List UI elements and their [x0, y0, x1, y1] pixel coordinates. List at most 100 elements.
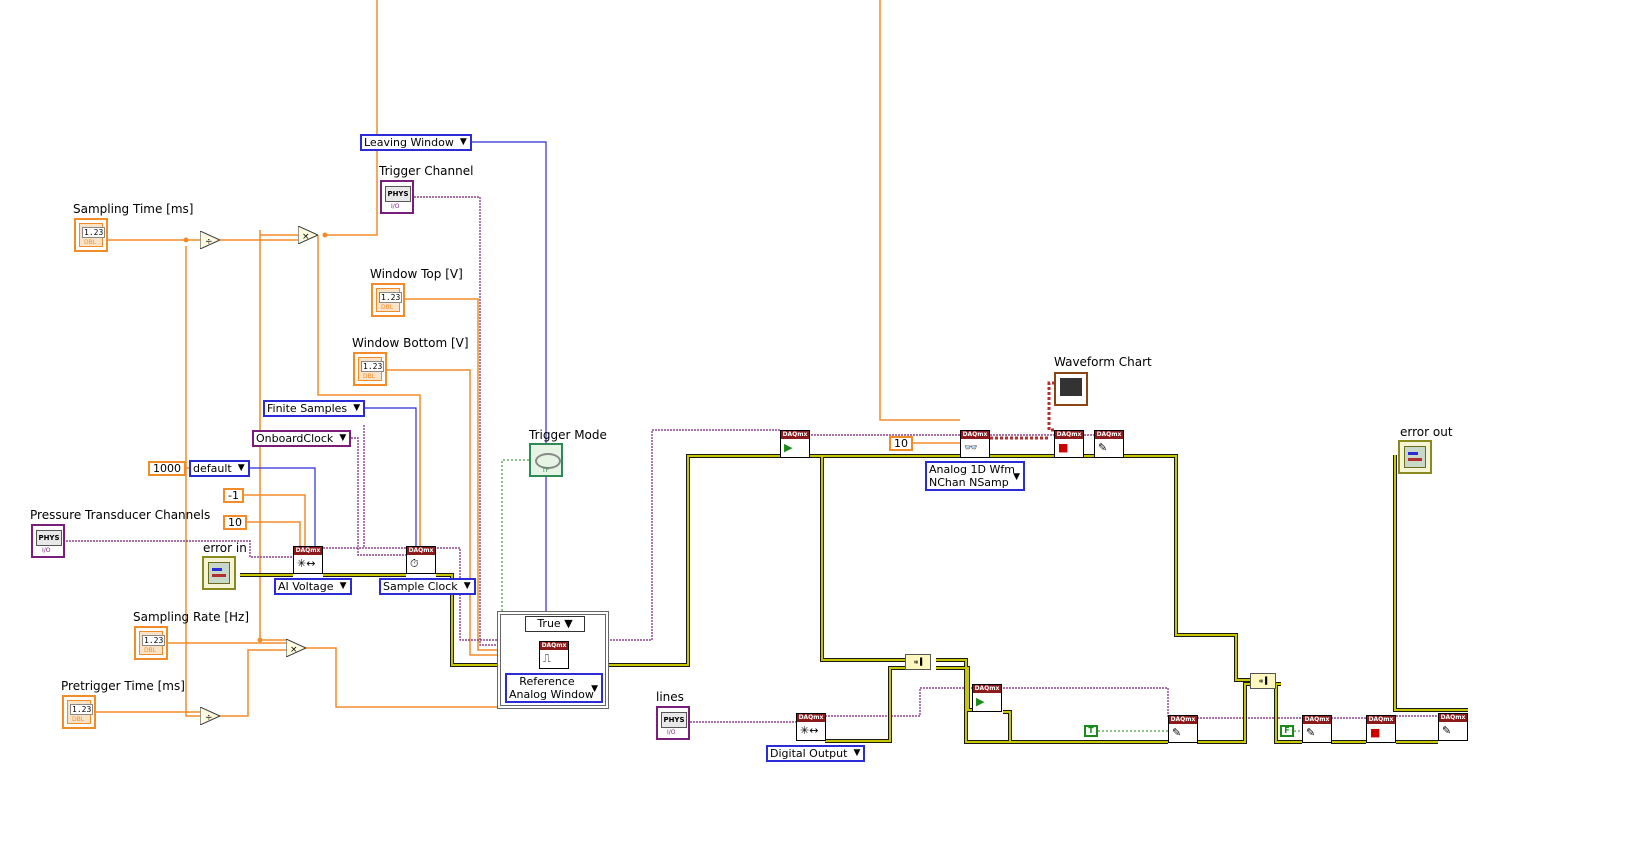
read-mode-line2: NChan NSamp — [929, 476, 1009, 489]
constant-10[interactable]: 10 — [223, 515, 247, 530]
dropdown-arrow-icon: ▼ — [591, 684, 598, 694]
divide-symbol: ÷ — [205, 237, 213, 247]
dropdown-arrow-icon: ▼ — [339, 433, 347, 443]
dropdown-arrow-icon: ▼ — [339, 581, 347, 591]
daqmx-header: DAQmx — [1095, 431, 1123, 439]
daqmx-create-channel-node[interactable]: DAQmx ✳↔ — [293, 546, 323, 574]
daqmx-trigger-node[interactable]: DAQmx⎍ — [539, 641, 569, 669]
sampling-time-value: 1.23 — [82, 227, 106, 238]
digital-output-selector[interactable]: Digital Output▼ — [766, 745, 866, 762]
case-selector[interactable]: True ▼ — [525, 616, 585, 632]
eraser-icon: ✎ — [1098, 441, 1108, 454]
reference-line2: Analog Window — [509, 688, 594, 701]
finite-samples-constant[interactable]: Finite Samples▼ — [263, 400, 366, 417]
daqmx-write-false-node[interactable]: DAQmx✎ — [1302, 715, 1332, 743]
daqmx-header: DAQmx — [294, 547, 322, 555]
constant-10-samples[interactable]: 10 — [889, 436, 913, 451]
constant-1000[interactable]: 1000 — [148, 461, 186, 476]
tf-tag: TF — [542, 467, 550, 474]
leaving-window-text: Leaving Window — [364, 136, 454, 149]
leaving-window-constant[interactable]: Leaving Window▼ — [360, 134, 472, 151]
merge-errors-node-2[interactable]: ⇉▐ — [1250, 673, 1276, 689]
daqmx-clear-do-node[interactable]: DAQmx✎ — [1438, 713, 1468, 741]
daqmx-header: DAQmx — [1169, 716, 1197, 724]
ai-voltage-selector[interactable]: AI Voltage ▼ — [274, 578, 352, 595]
default-constant[interactable]: default▼ — [189, 460, 250, 477]
divide-node-pretrigger[interactable]: ÷ — [200, 707, 220, 725]
error-in-label: error in — [203, 541, 247, 555]
start-icon: ▶ — [976, 695, 985, 708]
daqmx-start-task-node[interactable]: DAQmx▶ — [780, 430, 810, 458]
daqmx-read-node[interactable]: DAQmx 👓 — [960, 430, 990, 458]
daqmx-stop-task-node[interactable]: DAQmx ■ — [1054, 430, 1084, 458]
stop-icon: ■ — [1058, 441, 1069, 454]
window-bottom-value: 1.23 — [361, 361, 385, 372]
daqmx-create-do-channel-node[interactable]: DAQmx✳↔ — [796, 713, 826, 741]
error-in-terminal[interactable] — [202, 556, 236, 590]
ai-voltage-text: AI Voltage — [278, 580, 334, 593]
multiply-node[interactable]: × — [298, 226, 318, 244]
onboard-clock-constant[interactable]: OnboardClock ▼ — [252, 430, 352, 447]
daqmx-header: DAQmx — [1055, 431, 1083, 439]
dropdown-arrow-icon: ▼ — [237, 463, 245, 473]
sampling-time-label: Sampling Time [ms] — [73, 202, 194, 216]
window-top-label: Window Top [V] — [370, 267, 463, 281]
pretrigger-time-label: Pretrigger Time [ms] — [61, 679, 185, 693]
dropdown-arrow-icon: ▼ — [463, 581, 471, 591]
merge-errors-node[interactable]: ⇉▐ — [905, 654, 931, 670]
create-channel-icon: ✳↔ — [297, 557, 316, 570]
trigger-channel-value: PHYS — [385, 186, 411, 202]
daqmx-stop-do-node[interactable]: DAQmx■ — [1366, 715, 1396, 743]
write-pencil-icon: ✎ — [1306, 726, 1316, 739]
error-out-bar — [1408, 458, 1422, 461]
trigger-mode-terminal[interactable]: TF — [529, 443, 563, 477]
daqmx-write-node[interactable]: DAQmx ✎ — [1168, 715, 1198, 743]
daqmx-header: DAQmx — [1439, 714, 1467, 722]
daqmx-clear-task-node[interactable]: DAQmx ✎ — [1094, 430, 1124, 458]
finite-samples-text: Finite Samples — [267, 402, 348, 415]
onboard-clock-text: OnboardClock — [256, 432, 334, 445]
clock-icon: ⏱ — [410, 557, 419, 570]
pressure-channels-value: PHYS — [36, 530, 62, 546]
window-bottom-label: Window Bottom [V] — [352, 336, 469, 350]
io-tag: I/O — [667, 729, 676, 736]
trigger-edge-icon: ⎍ — [543, 652, 551, 665]
true-constant[interactable]: T — [1084, 725, 1098, 737]
read-glasses-icon: 👓 — [964, 441, 978, 454]
write-pencil-icon: ✎ — [1172, 726, 1182, 739]
sampling-rate-value: 1.23 — [142, 635, 166, 646]
error-in-bar — [212, 568, 222, 571]
error-out-terminal[interactable] — [1398, 440, 1432, 474]
daqmx-timing-node[interactable]: DAQmx ⏱ — [406, 546, 436, 574]
divide-node[interactable]: ÷ — [200, 231, 220, 249]
multiply-symbol: × — [302, 232, 310, 242]
daqmx-header: DAQmx — [961, 431, 989, 439]
read-mode-line1: Analog 1D Wfm — [929, 463, 1015, 476]
dbl-tag: DBL — [84, 239, 97, 246]
sample-clock-selector[interactable]: Sample Clock ▼ — [379, 578, 476, 595]
trigger-channel-label: Trigger Channel — [379, 164, 474, 178]
false-constant[interactable]: F — [1280, 725, 1294, 737]
window-top-value: 1.23 — [379, 292, 403, 303]
constant-minus1[interactable]: -1 — [223, 488, 244, 503]
multiply-symbol: × — [290, 645, 298, 655]
daqmx-header: DAQmx — [407, 547, 435, 555]
dropdown-arrow-icon: ▼ — [1013, 472, 1020, 482]
sample-clock-text: Sample Clock — [383, 580, 458, 593]
daqmx-start-do-node[interactable]: DAQmx▶ — [972, 684, 1002, 712]
waveform-chart-terminal[interactable] — [1054, 372, 1088, 406]
digital-output-text: Digital Output — [770, 747, 848, 760]
daqmx-header: DAQmx — [781, 431, 809, 439]
multiply-node-rate[interactable]: × — [286, 639, 306, 657]
